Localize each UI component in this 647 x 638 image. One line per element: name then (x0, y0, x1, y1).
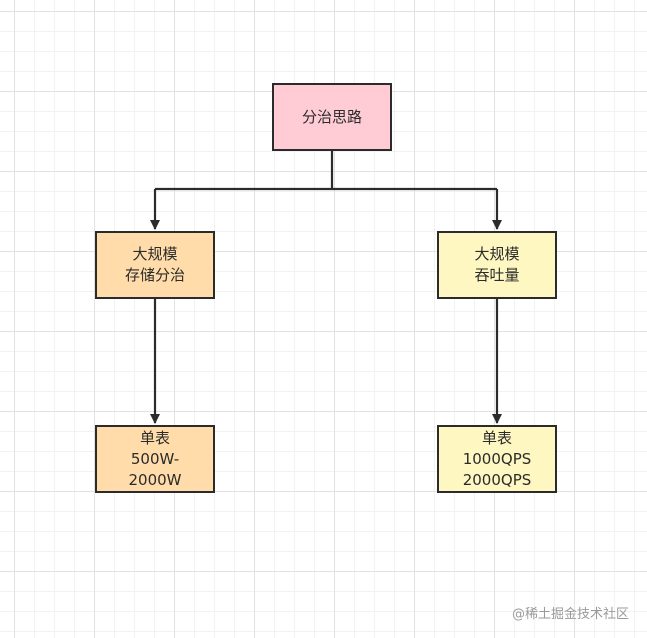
watermark: @稀土掘金技术社区 (511, 607, 629, 622)
table-rows-node: 单表 500W- 2000W (95, 425, 215, 493)
throughput-node-line-2: 吞吐量 (474, 266, 520, 284)
table-qps-node-line-2: 1000QPS (462, 449, 532, 468)
table-rows-node-line-1: 单表 (139, 428, 170, 447)
storage-node: 大规模 存储分治 (95, 231, 215, 299)
storage-node-line-1: 大规模 (132, 245, 178, 263)
table-qps-node-line-1: 单表 (481, 428, 512, 447)
root-node: 分治思路 (272, 83, 392, 151)
connector-root-split (155, 151, 497, 191)
table-qps-node-line-3: 2000QPS (462, 470, 532, 489)
root-node-label: 分治思路 (301, 107, 362, 126)
table-rows-node-line-2: 500W- (130, 449, 180, 468)
table-rows-node-line-3: 2000W (128, 470, 182, 489)
throughput-node: 大规模 吞吐量 (437, 231, 557, 299)
table-qps-node: 单表 1000QPS 2000QPS (437, 425, 557, 493)
throughput-node-line-1: 大规模 (474, 245, 520, 263)
storage-node-line-2: 存储分治 (124, 266, 185, 284)
